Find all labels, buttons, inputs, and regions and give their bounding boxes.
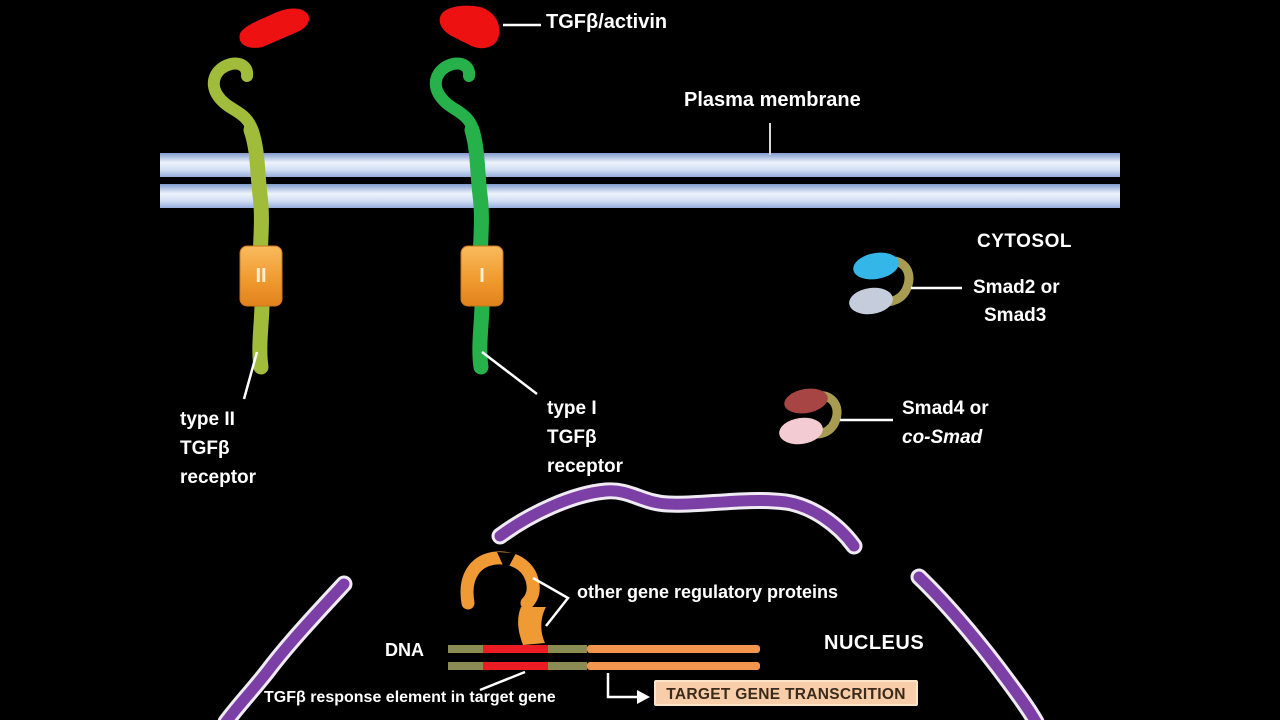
smad4-mh1-domain [784,388,828,414]
type-i-label-line3: receptor [547,456,624,477]
plasma-membrane-outer-leaflet [160,153,1120,177]
gene-regulatory-protein-arch [460,551,540,610]
ligand-blob-left [239,8,309,48]
type-i-label-line1: type I [547,398,597,419]
type-i-label-line2: TGFβ [547,427,597,448]
smad23-label-line2: Smad3 [984,305,1047,326]
ligand-blob-right [439,5,500,49]
nucleus-label: NUCLEUS [824,632,925,654]
gene-regulatory-protein-notch [497,552,516,572]
target-gene-transcription-box: TARGET GENE TRANSCRITION [654,680,918,706]
smad23-mh1-domain [853,252,899,280]
regulatory-protein-pointer [532,576,570,627]
response-element-label: TGFβ response element in target gene [264,689,556,706]
other-proteins-label: other gene regulatory proteins [577,582,839,602]
nuclear-envelope-left [220,578,350,720]
cytosol-label: CYTOSOL [977,231,1072,252]
type-ii-kinase-letter: II [255,265,267,287]
dna-label: DNA [385,640,424,660]
transcription-arrow-line [606,673,637,699]
type-i-kinase-letter: I [479,265,485,287]
gene-regulatory-protein-small [518,607,546,645]
type-ii-receptor-stem [243,122,270,375]
type-i-receptor-hook [429,57,480,138]
type-ii-label-line2: TGFβ [180,438,230,459]
type-ii-label-line3: receptor [180,467,257,488]
type-i-kinase-domain [460,245,504,307]
plasma-membrane-inner-leaflet [160,184,1120,208]
ligand-label: TGFβ/activin [546,11,668,33]
smad4-mh2-domain [779,417,823,445]
smad23-label-line1: Smad2 or [973,277,1060,298]
transcription-arrow-head [637,690,650,704]
smad23-mh2-domain [849,287,893,315]
response-element-leader-line [479,670,526,692]
smad4-label-line1: Smad4 or [902,398,989,419]
type-ii-receptor-hook [207,57,259,138]
type-ii-leader-line [242,351,259,400]
type-i-leader-line [481,351,538,395]
dna-strands [448,645,760,670]
type-i-receptor-stem [464,122,490,375]
smad4-label-line2: co-Smad [902,427,983,448]
type-ii-label-line1: type II [180,409,235,430]
plasma-membrane-label: Plasma membrane [684,89,861,111]
nuclear-envelope-right [913,571,1042,720]
nuclear-envelope-top [494,485,860,552]
type-ii-kinase-domain [239,245,283,307]
